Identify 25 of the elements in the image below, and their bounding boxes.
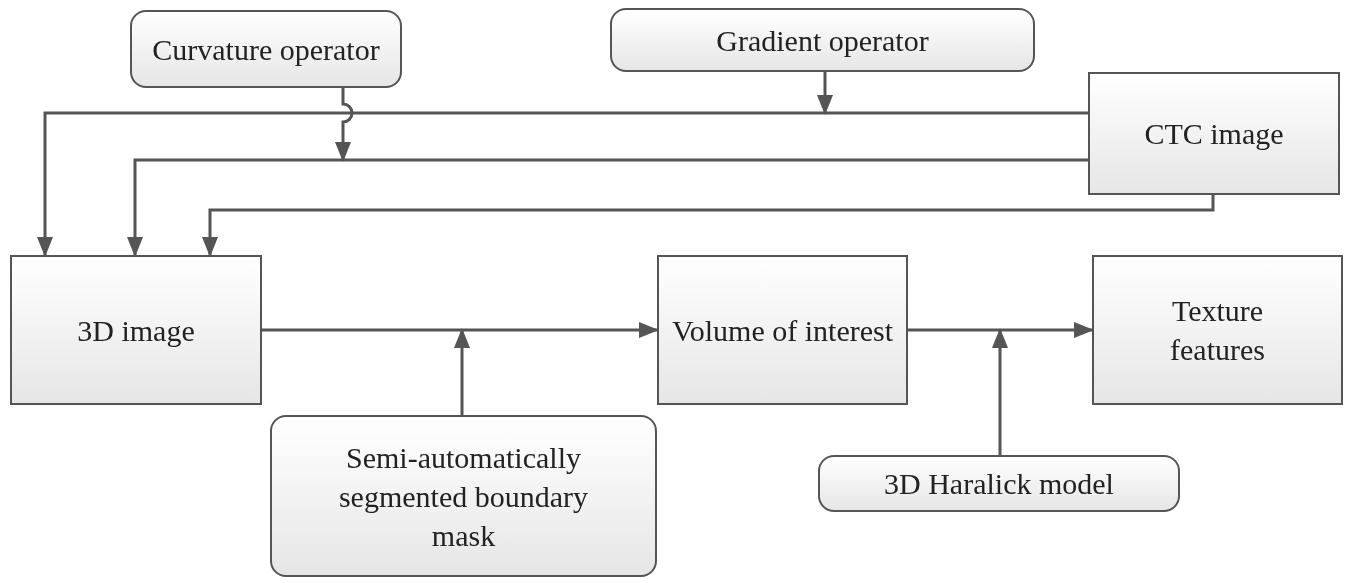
process-box	[657, 255, 908, 405]
node-label: Volume of interest	[671, 312, 894, 349]
rounded-box	[270, 415, 657, 577]
node-label: Semi-automatically segmented boundary mask	[337, 439, 590, 554]
rounded-box	[818, 455, 1180, 512]
arrow	[992, 328, 1008, 455]
arrow	[335, 88, 354, 162]
node-label: Texture features	[1169, 293, 1266, 368]
arrow	[262, 322, 659, 338]
node-label: Curvature operator	[152, 31, 380, 68]
node-label: Gradient operator	[716, 22, 929, 59]
rounded-box	[130, 10, 402, 88]
arrow	[202, 195, 1215, 257]
arrow	[37, 111, 1088, 257]
arrow	[454, 328, 470, 415]
arrow	[908, 322, 1094, 338]
rounded-box	[610, 8, 1035, 72]
arrow	[127, 158, 1088, 257]
node-label: 3D Haralick model	[884, 466, 1114, 502]
arrow	[817, 72, 833, 115]
process-box	[1092, 255, 1343, 405]
node-label: CTC image	[1144, 116, 1284, 152]
process-box	[10, 255, 262, 405]
node-label: 3D image	[77, 312, 195, 349]
process-box	[1088, 72, 1340, 195]
